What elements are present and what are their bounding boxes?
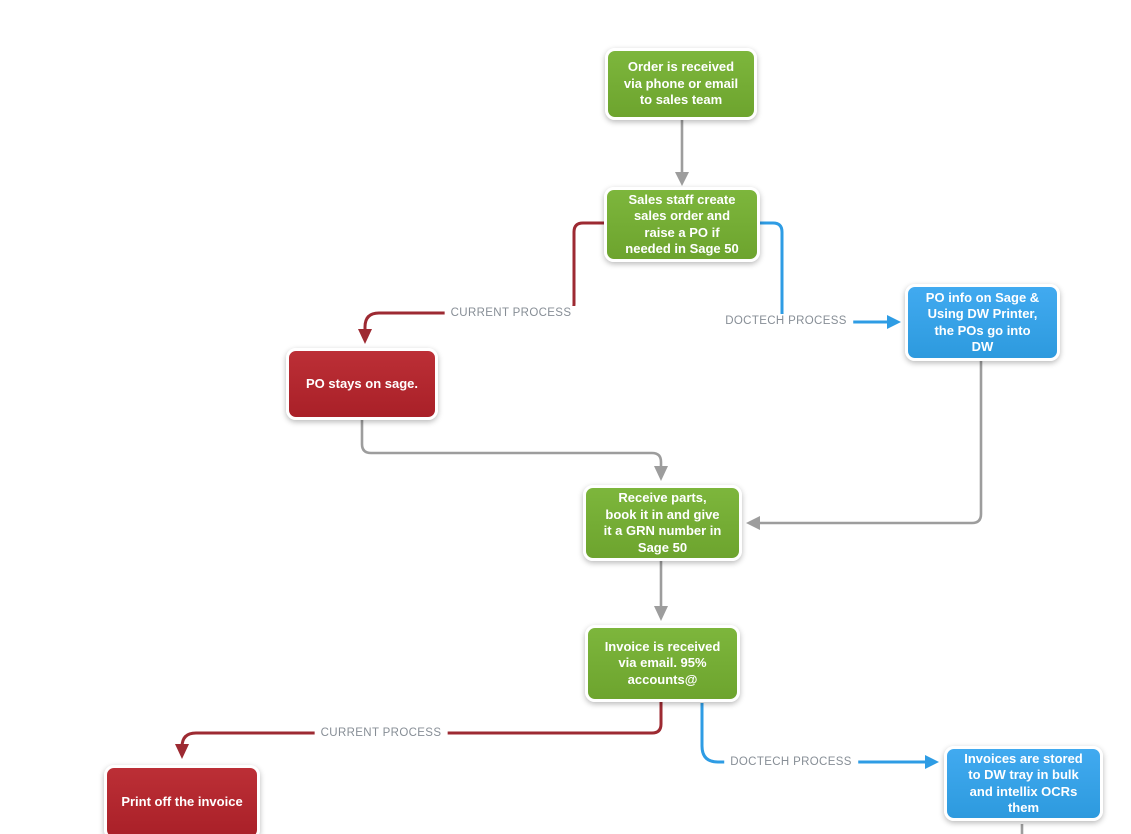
edge-label-doctech-process-top: DOCTECH PROCESS bbox=[719, 314, 853, 328]
connector-po-to-receive bbox=[360, 420, 663, 467]
node-receive-parts[interactable]: Receive parts, book it in and give it a … bbox=[583, 485, 742, 561]
arrowhead-doctech-process-bottom bbox=[925, 755, 939, 769]
connector-doctech-process-top bbox=[760, 221, 889, 324]
node-order-received[interactable]: Order is received via phone or email to … bbox=[605, 48, 757, 120]
node-invoice-received[interactable]: Invoice is received via email. 95% accou… bbox=[585, 625, 740, 702]
node-po-stays-on-sage[interactable]: PO stays on sage. bbox=[286, 348, 438, 420]
node-print-invoice[interactable]: Print off the invoice bbox=[104, 765, 260, 834]
arrowhead-receive-to-invoice bbox=[654, 606, 668, 621]
arrowhead-current-process-bottom bbox=[175, 744, 189, 759]
arrowhead-dw-to-receive bbox=[746, 516, 760, 530]
node-po-info-dw[interactable]: PO info on Sage & Using DW Printer, the … bbox=[905, 284, 1060, 361]
arrowhead-po-to-receive bbox=[654, 466, 668, 481]
edge-label-current-process-bottom: CURRENT PROCESS bbox=[314, 726, 448, 740]
arrowhead-doctech-process-top bbox=[887, 315, 901, 329]
connector-doctech-process-bottom bbox=[700, 703, 927, 764]
connector-dw-to-receive bbox=[759, 361, 983, 525]
node-invoices-stored-dw[interactable]: Invoices are stored to DW tray in bulk a… bbox=[944, 746, 1103, 821]
arrowhead-current-process-top bbox=[358, 329, 372, 344]
edge-label-doctech-process-bottom: DOCTECH PROCESS bbox=[724, 755, 858, 769]
connector-current-process-bottom bbox=[180, 702, 663, 749]
edge-label-current-process-top: CURRENT PROCESS bbox=[444, 306, 578, 320]
node-sales-order[interactable]: Sales staff create sales order and raise… bbox=[604, 187, 760, 262]
arrowhead-order-to-sales bbox=[675, 172, 689, 186]
